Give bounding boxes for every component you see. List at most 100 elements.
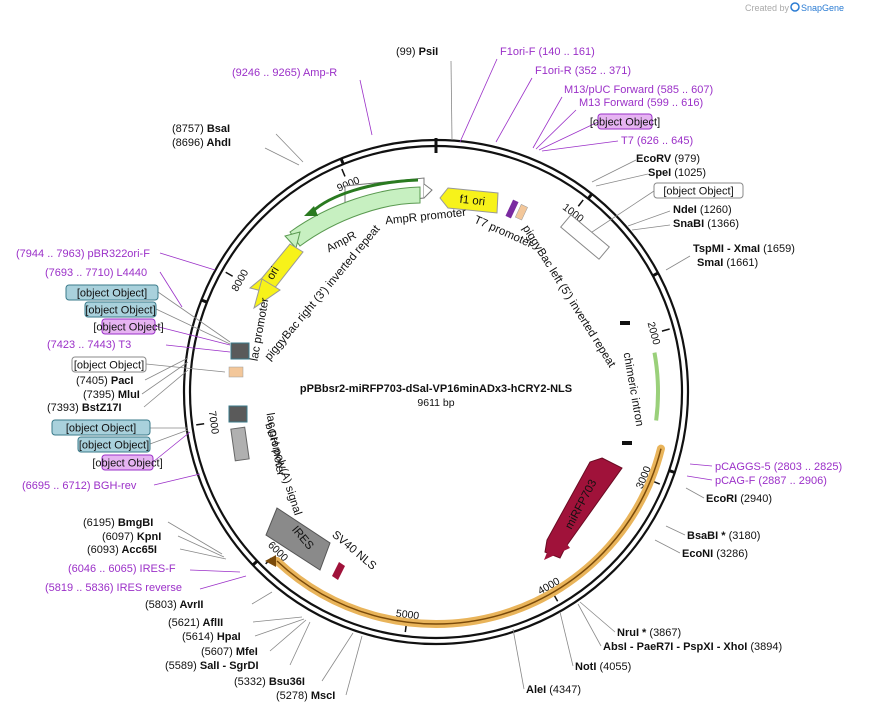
ampr-promoter-arrowhead xyxy=(423,183,433,199)
leader-line xyxy=(345,635,363,696)
primer-name: M13 Forward xyxy=(579,97,644,109)
site-label: SpeI (1025) xyxy=(648,167,706,179)
lac-block-1 xyxy=(230,342,250,360)
site-name: AbsI - PaeR7I - PspXI - XhoI xyxy=(603,641,747,653)
leader-line xyxy=(577,603,602,647)
f1-ori-label: f1 ori xyxy=(459,194,486,209)
site-name: KpnI xyxy=(134,531,162,543)
ori-label: ori xyxy=(265,265,282,282)
tick-label: 2000 xyxy=(645,321,663,347)
site-post: (3286) xyxy=(713,548,748,560)
primer-name: pCAGGS-5 xyxy=(715,461,771,473)
tick-mark xyxy=(225,271,234,277)
piggybac-left-feature xyxy=(560,214,610,260)
site-label: (5589) SalI - SgrDI xyxy=(165,660,259,672)
feature-box xyxy=(51,419,151,436)
primer-range: (352 .. 371) xyxy=(572,65,631,77)
leader-line xyxy=(199,575,247,590)
feature-box-label: [object Object] xyxy=(93,322,163,334)
site-pre: (5278) xyxy=(276,690,308,702)
credit-prefix: Created by xyxy=(745,3,790,13)
primer-label: (7423 .. 7443) T3 xyxy=(47,339,131,351)
site-label: (7395) MluI xyxy=(83,389,140,401)
primer-label: (6046 .. 6065) IRES-F xyxy=(68,563,176,575)
primer-name: F1ori-F xyxy=(500,46,536,58)
leader-line xyxy=(149,429,189,445)
feature-box-label: [object Object] xyxy=(92,458,162,470)
feature-box xyxy=(101,454,154,471)
tick-mark xyxy=(341,168,346,177)
site-label: (5278) MscI xyxy=(276,690,335,702)
site-label: NdeI (1260) xyxy=(673,204,732,216)
primer-name: Amp-R xyxy=(301,67,338,79)
site-post: (3180) xyxy=(726,530,761,542)
leader-line xyxy=(654,539,681,554)
leader-line xyxy=(685,487,705,499)
leader-line xyxy=(579,190,655,241)
feature-box xyxy=(653,182,744,199)
leader-line xyxy=(252,616,303,623)
site-post: (2940) xyxy=(737,493,772,505)
tick-label: 8000 xyxy=(229,267,251,293)
ires-feature xyxy=(265,507,331,571)
site-name: NruI * xyxy=(617,627,647,639)
leader-line xyxy=(631,224,671,231)
primer-range: (2803 .. 2825) xyxy=(771,461,843,473)
feature-box-label: [object Object] xyxy=(590,117,660,129)
primer-range: (5819 .. 5836) xyxy=(45,582,114,594)
leader-line xyxy=(153,473,201,486)
primer-name: BGH-rev xyxy=(91,480,137,492)
leader-line xyxy=(579,601,616,633)
site-mark xyxy=(586,193,594,200)
site-label: EcoNI (3286) xyxy=(682,548,748,560)
site-post: (4055) xyxy=(596,661,631,673)
site-label: NotI (4055) xyxy=(575,661,631,673)
leader-line xyxy=(495,77,533,143)
leader-line xyxy=(159,271,183,308)
site-name: NdeI xyxy=(673,204,697,216)
ampr-orf-line xyxy=(310,178,419,214)
site-name: BmgBI xyxy=(115,517,154,529)
site-name: HpaI xyxy=(214,631,241,643)
site-label: BsaBI * (3180) xyxy=(687,530,760,542)
leader-line xyxy=(289,621,311,666)
leader-line xyxy=(167,521,223,555)
feature-box-label: [object Object] xyxy=(663,186,733,198)
site-label: TspMI - XmaI (1659) xyxy=(693,243,795,255)
leader-line xyxy=(155,308,231,345)
chimeric-intron-label: chimeric intron xyxy=(621,352,646,428)
site-post: (1659) xyxy=(760,243,795,255)
primer-label: pCAG-F (2887 .. 2906) xyxy=(715,475,827,487)
primer-label: (7693 .. 7710) L4440 xyxy=(45,267,147,279)
leader-line xyxy=(689,463,713,467)
site-mark xyxy=(200,298,208,304)
site-name: EcoNI xyxy=(682,548,713,560)
site-pre: (8757) xyxy=(172,123,204,135)
feature-box xyxy=(84,301,157,318)
leader-line xyxy=(159,252,216,271)
site-pre: (5607) xyxy=(201,646,233,658)
leader-line xyxy=(154,325,231,346)
primer-label: T7 (626 .. 645) xyxy=(621,135,693,147)
t7-promoter-mark xyxy=(505,199,519,219)
primer-range: (9246 .. 9265) xyxy=(232,67,301,79)
primer-name: F1ori-R xyxy=(535,65,572,77)
site-label: (6195) BmgBI xyxy=(83,517,153,529)
site-name: BsaI xyxy=(204,123,230,135)
ori-arrowhead xyxy=(253,278,281,310)
primer-range: (140 .. 161) xyxy=(535,46,594,58)
site-name: EcoRV xyxy=(636,153,672,165)
site-label: (7405) PacI xyxy=(76,375,133,387)
primer-name: L4440 xyxy=(114,267,148,279)
site-pre: (5803) xyxy=(145,599,177,611)
primer-name: T3 xyxy=(116,339,132,351)
site-post: (1661) xyxy=(723,257,758,269)
primer-label: (6695 .. 6712) BGH-rev xyxy=(22,480,137,492)
site-post: (1025) xyxy=(671,167,706,179)
primer-name: M13/pUC Forward xyxy=(564,84,654,96)
site-label: SnaBI (1366) xyxy=(673,218,739,230)
site-mark xyxy=(652,271,659,278)
site-pre: (8696) xyxy=(172,137,204,149)
feature-box xyxy=(71,356,147,373)
small-orange-feature xyxy=(228,366,244,378)
